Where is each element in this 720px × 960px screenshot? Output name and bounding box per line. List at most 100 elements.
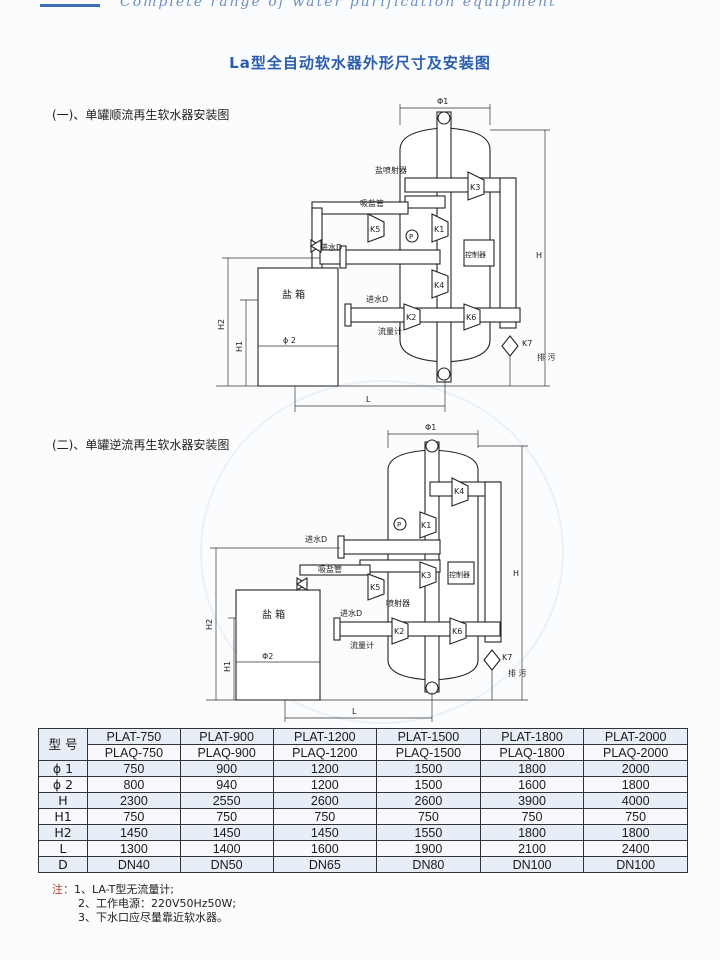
label-L-d1: L bbox=[366, 395, 371, 404]
table-cell: 1450 bbox=[179, 824, 274, 841]
table-cell: 2400 bbox=[583, 840, 688, 857]
valve-k6-d2: K6 bbox=[452, 627, 462, 636]
table-cell: 2300 bbox=[87, 792, 181, 809]
valve-k2-d1: K2 bbox=[406, 313, 416, 322]
table-cell: 2550 bbox=[179, 792, 274, 809]
label-H2-d2: H2 bbox=[205, 619, 214, 630]
label-H2-d1: H2 bbox=[217, 319, 226, 330]
diagram-counterflow: Φ1 K4 K1 K5 K3 K2 K6 K7 进水D 吸盐管 喷射器 进水D … bbox=[205, 423, 528, 722]
table-cell: 4000 bbox=[583, 792, 688, 809]
label-phi2-d2: Φ2 bbox=[262, 652, 273, 661]
notes-label: 注： bbox=[52, 883, 74, 896]
note-1: 1、LA-T型无流量计; bbox=[74, 883, 175, 896]
table-cell: 1400 bbox=[179, 840, 274, 857]
header-band-text: Complete range of water purification equ… bbox=[120, 0, 557, 10]
table-cell-model-plat: PLAT-1800 bbox=[479, 728, 585, 745]
label-inlet-d2: 进水D bbox=[340, 608, 362, 618]
table-cell: 800 bbox=[87, 776, 181, 793]
label-phi2-d1: ϕ 2 bbox=[283, 336, 296, 345]
label-inlet-d1: 进水D bbox=[366, 294, 388, 304]
label-controller-d1: 控制器 bbox=[465, 250, 486, 259]
label-suction-d2: 吸盐管 bbox=[318, 564, 342, 574]
valve-k6-d1: K6 bbox=[466, 313, 476, 322]
label-inlet-top-d1: 进水D bbox=[320, 242, 342, 252]
table-row-label: H1 bbox=[38, 808, 88, 825]
label-L-d2: L bbox=[352, 707, 357, 716]
table-row-label: D bbox=[38, 856, 88, 873]
label-H1-d1: H1 bbox=[235, 341, 244, 352]
table-cell: 1800 bbox=[583, 776, 688, 793]
table-cell-model-plat: PLAT-1500 bbox=[376, 728, 481, 745]
table-cell-model-plat: PLAT-1200 bbox=[272, 728, 378, 745]
table-cell: 2600 bbox=[272, 792, 378, 809]
valve-k4-d2: K4 bbox=[454, 487, 464, 496]
note-2: 2、工作电源：220V50Hz50W; bbox=[78, 897, 237, 910]
table-cell: DN50 bbox=[179, 856, 274, 873]
table-cell: DN80 bbox=[376, 856, 481, 873]
header-band: Complete range of water purification equ… bbox=[0, 0, 720, 14]
label-H-d1: H bbox=[536, 251, 542, 260]
valve-k7-d2: K7 bbox=[502, 653, 512, 662]
section-heading-2: (二)、单罐逆流再生软水器安装图 bbox=[52, 438, 230, 452]
label-drain-d2: 排 污 bbox=[508, 668, 527, 678]
table-cell: 3900 bbox=[479, 792, 585, 809]
table-cell-model-plat: PLAT-900 bbox=[179, 728, 274, 745]
gauge-p-d1: P bbox=[409, 233, 413, 241]
header-accent-bar bbox=[40, 4, 100, 7]
table-cell: DN65 bbox=[272, 856, 378, 873]
valve-k4-d1: K4 bbox=[434, 281, 444, 290]
valve-k5-d1: K5 bbox=[370, 225, 380, 234]
table-cell-model-plaq: PLAQ-900 bbox=[179, 744, 274, 761]
label-salt-tank-d2: 盐 箱 bbox=[262, 608, 285, 621]
table-row-label: L bbox=[38, 840, 88, 857]
table-cell: 750 bbox=[583, 808, 688, 825]
table-cell: 1600 bbox=[272, 840, 378, 857]
table-cell: 2000 bbox=[583, 760, 688, 777]
gauge-p-d2: P bbox=[397, 521, 401, 529]
valve-k7-d1: K7 bbox=[522, 339, 532, 348]
table-cell-model-plat: PLAT-750 bbox=[87, 728, 181, 745]
valve-k1-d1: K1 bbox=[434, 225, 444, 234]
table-cell: 750 bbox=[272, 808, 378, 825]
valve-k2-d2: K2 bbox=[394, 627, 404, 636]
table-cell: 1500 bbox=[376, 776, 481, 793]
table-cell: DN40 bbox=[87, 856, 181, 873]
table-cell: 1450 bbox=[272, 824, 378, 841]
table-cell: 1200 bbox=[272, 760, 378, 777]
table-cell-model-plaq: PLAQ-1800 bbox=[479, 744, 585, 761]
label-phi1-d2: Φ1 bbox=[425, 423, 436, 432]
table-row-label: H bbox=[38, 792, 88, 809]
table-cell: 750 bbox=[87, 760, 181, 777]
table-cell: 750 bbox=[376, 808, 481, 825]
table-cell-model-plaq: PLAQ-2000 bbox=[583, 744, 688, 761]
table-cell: 940 bbox=[179, 776, 274, 793]
table-cell: 750 bbox=[179, 808, 274, 825]
riser-pipe-1 bbox=[436, 111, 452, 383]
table-row-label: ϕ 1 bbox=[38, 760, 88, 777]
label-flowmeter-d2: 流量计 bbox=[350, 640, 374, 650]
table-row-label: H2 bbox=[38, 824, 88, 841]
label-injector-d2: 喷射器 bbox=[386, 598, 410, 608]
table-cell: 1800 bbox=[583, 824, 688, 841]
table-cell: 1800 bbox=[479, 824, 585, 841]
valve-k3-d2: K3 bbox=[421, 571, 431, 580]
section-heading-1: (一)、单罐顺流再生软水器安装图 bbox=[52, 108, 230, 122]
notes: 注：1、LA-T型无流量计; 2、工作电源：220V50Hz50W; 3、下水口… bbox=[52, 883, 236, 925]
label-inlet-top-d2: 进水D bbox=[305, 534, 327, 544]
table-cell: 2600 bbox=[376, 792, 481, 809]
table-header-model: 型 号 bbox=[38, 728, 88, 761]
table-cell-model-plaq: PLAQ-750 bbox=[87, 744, 181, 761]
table-cell: DN100 bbox=[583, 856, 688, 873]
table-cell: 750 bbox=[87, 808, 181, 825]
